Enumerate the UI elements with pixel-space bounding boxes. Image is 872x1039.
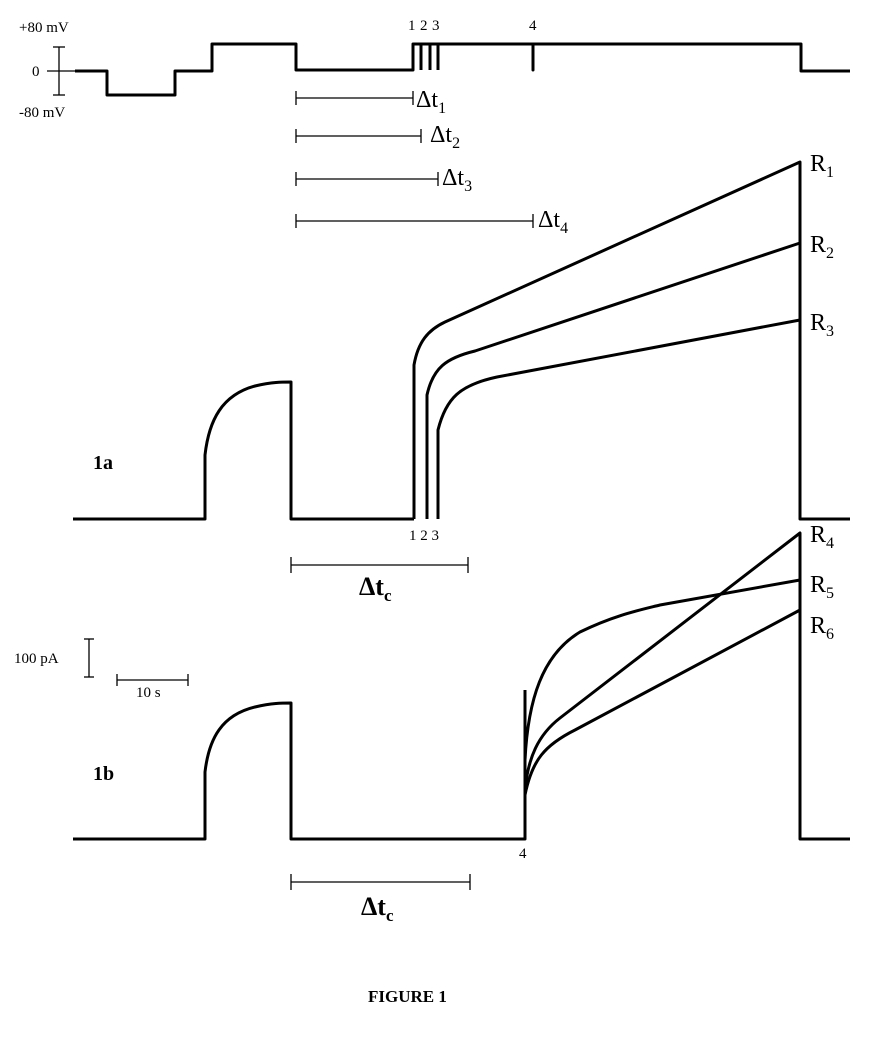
trace-r5	[523, 578, 801, 761]
step-label-2: 2	[420, 18, 428, 34]
interval-dt3: Δt3	[295, 165, 472, 195]
voltage-scale-bar	[47, 46, 75, 96]
panel-1b: 1b 4 R4 R5 R6 Δtc	[73, 522, 850, 925]
label-r4: R4	[810, 522, 834, 552]
interval-dt4: Δt4	[295, 207, 568, 237]
voltage-label-zero: 0	[32, 64, 40, 80]
label-r3: R3	[810, 310, 834, 340]
panel-1a: 1a 1 2 3 R1 R2 R3 Δtc	[73, 151, 850, 605]
current-scale-label: 100 pA	[14, 651, 59, 667]
onset-label-1b: 4	[519, 846, 527, 862]
trace-r2	[425, 241, 801, 519]
interval-dt2: Δt2	[295, 122, 460, 152]
svg-text:Δtc: Δtc	[359, 572, 392, 605]
step-label-4: 4	[529, 18, 537, 34]
svg-text:Δt4: Δt4	[538, 207, 568, 237]
trace-r1	[412, 160, 850, 521]
voltage-label-neg: -80 mV	[19, 105, 65, 121]
svg-text:Δt3: Δt3	[442, 165, 472, 195]
interval-bars: Δt1 Δt2 Δt3 Δt4	[295, 87, 568, 237]
label-r5: R5	[810, 572, 834, 602]
trace-1a-baseline	[73, 380, 414, 521]
trace-r4	[523, 531, 850, 841]
interval-dtc-1b: Δtc	[290, 874, 471, 925]
step-label-1: 1	[408, 18, 416, 34]
time-scale-label: 10 s	[136, 685, 161, 701]
svg-text:Δt1: Δt1	[416, 87, 446, 117]
step-label-3: 3	[432, 18, 440, 34]
voltage-label-pos: +80 mV	[19, 20, 69, 36]
interval-dt1: Δt1	[295, 87, 446, 117]
panel-1b-label: 1b	[93, 763, 114, 785]
svg-text:Δt2: Δt2	[430, 122, 460, 152]
label-r1: R1	[810, 151, 834, 181]
label-r6: R6	[810, 613, 834, 643]
panel-1a-label: 1a	[93, 452, 113, 474]
svg-text:Δtc: Δtc	[361, 892, 394, 925]
figure-caption: FIGURE 1	[368, 987, 447, 1006]
current-scale-bar: 100 pA	[14, 638, 94, 678]
trace-1b-baseline	[73, 690, 527, 841]
trace-r6	[523, 608, 801, 796]
interval-dtc-1a: Δtc	[290, 557, 469, 605]
voltage-protocol: +80 mV 0 -80 mV 1 2 3 4	[19, 18, 850, 121]
onset-labels-1a: 1 2 3	[409, 528, 439, 544]
voltage-trace	[75, 42, 850, 97]
trace-r3	[436, 318, 801, 519]
time-scale-bar: 10 s	[116, 674, 189, 701]
label-r2: R2	[810, 232, 834, 262]
